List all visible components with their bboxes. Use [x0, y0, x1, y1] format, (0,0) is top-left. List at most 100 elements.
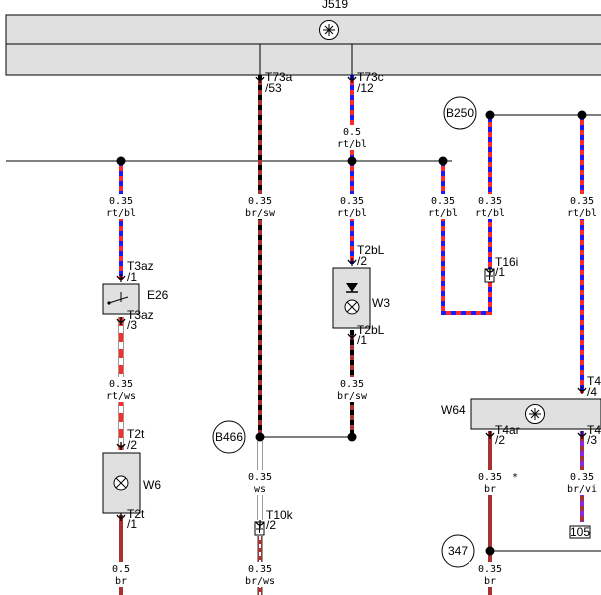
wire-size: 0.35	[478, 564, 502, 575]
wire-color: rt/bl	[475, 208, 505, 219]
junction-dot	[255, 432, 265, 442]
wire-size: 0.35	[340, 196, 364, 207]
wire-color: ws	[254, 484, 266, 495]
pin-number: /2	[495, 433, 505, 447]
junction-dot	[438, 156, 448, 166]
unit-w64: W64	[441, 398, 601, 430]
diode-icon	[346, 283, 358, 293]
pin-label: T2bL	[357, 323, 385, 337]
wire-color: rt/bl	[337, 208, 367, 219]
ref-circle-b466: B466	[212, 420, 246, 454]
pin-arrow-icon	[347, 75, 357, 83]
wire-size: 0.35	[570, 472, 594, 483]
pin-number: /1	[127, 517, 137, 531]
junction-dot	[347, 156, 357, 166]
pin-label: T3az	[127, 259, 154, 273]
wire-size: 0.35	[431, 196, 455, 207]
control-unit-label: J519	[322, 0, 348, 11]
pin-label: T4	[587, 423, 601, 437]
pin-label: T2t	[127, 507, 145, 521]
pin-label: T16i	[495, 255, 518, 269]
ref-circle-b250: B250	[443, 96, 477, 130]
junction-dot	[577, 110, 587, 120]
component-label-w3: W3	[372, 296, 390, 310]
wire-color: rt/bl	[567, 208, 597, 219]
pin-label: T73a	[265, 70, 293, 84]
control-unit-j519: J519	[5, 0, 601, 76]
wire-size: 0.35	[109, 196, 133, 207]
pin-markers	[116, 75, 587, 528]
lamp-w3: W3	[332, 267, 390, 329]
wire-color: br/sw	[337, 391, 368, 402]
junction-dot	[485, 546, 495, 556]
svg-text:B466: B466	[215, 430, 243, 444]
pin-label: T4ar	[495, 423, 520, 437]
switch-icon	[108, 292, 129, 304]
wire-color: br	[115, 576, 127, 587]
wire-color: br/ws	[245, 576, 275, 587]
electronic-symbol-icon	[525, 404, 545, 424]
wire-size: 0.35	[248, 472, 272, 483]
wire-size: 0.35	[340, 379, 364, 390]
wire-size: 0.35	[109, 379, 133, 390]
svg-text:105: 105	[570, 525, 590, 539]
lamp-icon	[113, 475, 129, 491]
pin-number: /4	[587, 385, 597, 399]
wire-size: 0.35	[248, 196, 272, 207]
wire-size: 0.35	[478, 196, 502, 207]
wire-color: rt/bl	[106, 208, 136, 219]
pin-number: /1	[495, 265, 505, 279]
pin-arrow-icon	[116, 442, 126, 450]
pin-number: /12	[357, 81, 374, 95]
wire-size: 0.5	[112, 564, 130, 575]
wire-size: 0.35	[570, 196, 594, 207]
pin-label: T73c	[357, 70, 384, 84]
pin-label: T2t	[127, 427, 145, 441]
pin-number: /53	[265, 81, 282, 95]
wire-color: rt/ws	[106, 391, 136, 402]
pin-label: T3az	[127, 308, 154, 322]
pin-arrow-icon	[255, 520, 265, 528]
component-label-e26: E26	[147, 288, 169, 302]
junction-dot	[485, 110, 495, 120]
electronic-symbol-icon	[319, 20, 339, 40]
component-label-w64: W64	[441, 403, 466, 417]
pin-arrow-icon	[347, 332, 357, 340]
pin-arrow-icon	[116, 274, 126, 282]
svg-text:347: 347	[448, 544, 468, 558]
switch-e26: E26	[102, 283, 169, 315]
wire-size: 0.35	[248, 564, 272, 575]
white-wire-segments	[118, 317, 263, 595]
pin-number: /1	[127, 270, 137, 284]
wire-size: 0.5	[343, 127, 361, 138]
lamp-icon	[344, 299, 360, 315]
ground-point-105: 105	[569, 525, 591, 539]
component-label-w6: W6	[143, 478, 161, 492]
pin-arrow-icon	[255, 75, 265, 83]
pin-arrow-icon	[485, 431, 495, 439]
bus-lines	[6, 44, 601, 552]
pin-arrow-icon	[116, 513, 126, 521]
wire-note-asterisk: *	[512, 472, 518, 483]
pin-label: T2bL	[357, 243, 385, 257]
pin-number: /1	[357, 333, 367, 347]
pin-number: /2	[127, 438, 137, 452]
wire-color: br/vi	[567, 484, 597, 495]
ground-point-347: 347	[441, 534, 475, 568]
pin-arrow-icon	[485, 267, 495, 275]
wire-color: rt/bl	[428, 208, 458, 219]
wire-color: rt/bl	[337, 139, 367, 150]
pin-label: T10k	[266, 508, 294, 522]
svg-text:B250: B250	[446, 106, 474, 120]
wire-color: br	[484, 484, 496, 495]
junction-dots	[116, 110, 587, 556]
wire-size: 0.35	[478, 472, 502, 483]
pin-label: T4	[587, 374, 601, 388]
pin-number: /3	[587, 433, 597, 447]
pin-arrow-icon	[116, 317, 126, 325]
junction-dot	[116, 156, 126, 166]
pin-labels: T73a /53 T73c /12 T3az /1 T3az /3 T2bL /…	[127, 70, 601, 532]
lamp-w6: W6	[102, 452, 161, 514]
wire-color: br/sw	[245, 208, 276, 219]
